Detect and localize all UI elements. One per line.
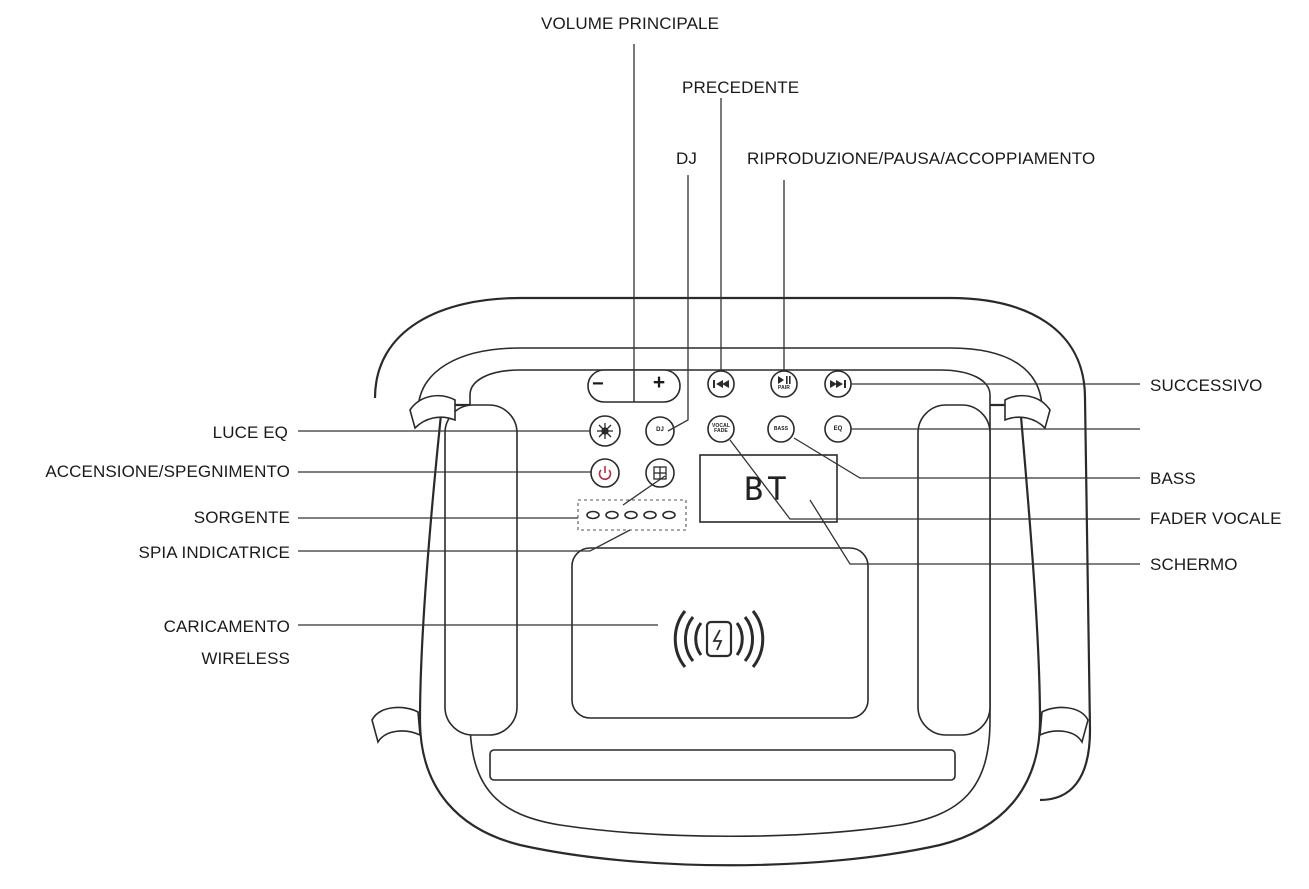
label-riproduzione: RIPRODUZIONE/PAUSA/ACCOPPIAMENTO [747,149,1096,168]
label-volume-principale: VOLUME PRINCIPALE [541,14,720,33]
right-lower-cap [1039,706,1089,745]
power-icon [598,466,612,481]
label-dj: DJ [676,149,697,168]
eq-small-label: EQ [833,426,843,432]
dj-small-label: DJ [656,427,664,433]
sun-light-icon [597,423,613,439]
display-screen [699,454,838,523]
pair-small-label: PAIR [778,385,790,391]
volume-plus-label: + [652,371,666,394]
label-precedente: PRECEDENTE [682,78,800,97]
left-lower-cap [371,706,421,745]
bottom-slot [489,749,956,781]
left-grip-cap [409,394,456,430]
label-luce-eq: LUCE EQ [212,423,288,442]
label-bass: BASS [1150,469,1196,488]
wireless-charging-icon [673,610,765,668]
label-fader-vocale: FADER VOCALE [1150,509,1282,528]
label-successivo: SUCCESSIVO [1150,376,1263,395]
label-accensione: ACCENSIONE/SPEGNIMENTO [45,462,290,481]
previous-track-icon [713,380,729,388]
right-grip [917,404,991,736]
bass-button[interactable] [767,415,795,443]
indicator-led-box [577,499,687,531]
dj-button[interactable] [645,416,675,446]
label-spia-indicatrice: SPIA INDICATRICE [138,543,290,562]
volume-minus-label: − [592,373,604,395]
left-grip [444,404,518,736]
label-caricamento: CARICAMENTO [163,617,290,636]
display-text: BT [744,470,791,508]
label-schermo: SCHERMO [1150,555,1238,574]
bass-small-label: BASS [773,426,789,432]
wireless-charging-pad [571,547,869,719]
leader-lines [298,44,1140,626]
label-wireless: WIRELESS [201,649,290,668]
vocal-small-label: VOCAL FADE [712,423,730,434]
label-sorgente: SORGENTE [193,508,290,527]
play-pause-icon [778,376,791,384]
right-grip-cap [1004,394,1051,430]
next-track-icon [830,380,846,388]
vocal-fader-button[interactable] [707,415,735,443]
indicator-leds [586,510,676,520]
play-pause-button[interactable] [770,370,798,398]
